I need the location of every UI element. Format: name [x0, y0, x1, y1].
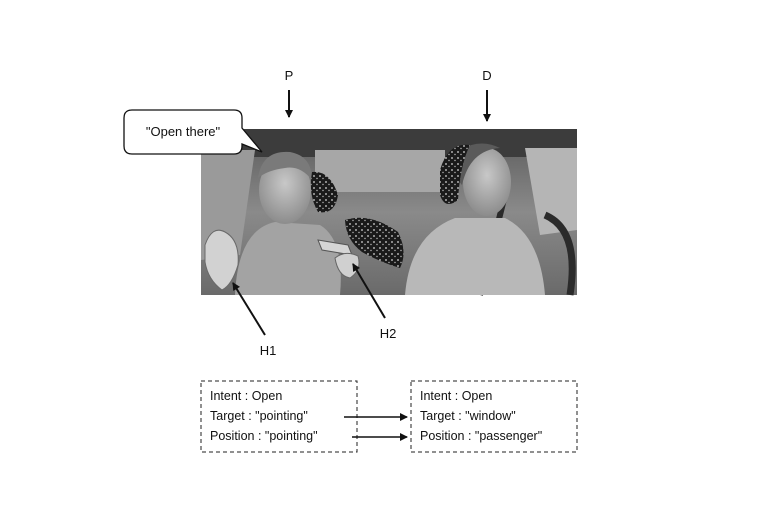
svg-text:P: P — [285, 68, 294, 83]
left-target-text: Target : "pointing" — [210, 409, 308, 423]
hand-h2-pointer: H2 — [352, 263, 397, 341]
hand-h1-pointer: H1 — [232, 282, 277, 358]
driver-marker: D — [482, 68, 492, 122]
svg-text:H2: H2 — [380, 326, 397, 341]
passenger-marker: P — [285, 68, 294, 118]
left-position-text: Position : "pointing" — [210, 429, 318, 443]
speech-bubble-text: "Open there" — [146, 124, 221, 139]
left-intent-text: Intent : Open — [210, 389, 282, 403]
right-position-text: Position : "passenger" — [420, 429, 542, 443]
right-intent-box: Intent : Open Target : "window" Position… — [410, 380, 578, 453]
passenger-person — [235, 151, 341, 295]
hand-h2-shape — [317, 217, 404, 279]
svg-text:H1: H1 — [260, 343, 277, 358]
left-intent-box: Intent : Open Target : "pointing" Positi… — [200, 380, 358, 453]
speech-bubble: "Open there" — [123, 109, 263, 155]
right-intent-text: Intent : Open — [420, 389, 492, 403]
right-target-text: Target : "window" — [420, 409, 516, 423]
svg-text:D: D — [482, 68, 491, 83]
hand-h1-shape — [204, 229, 239, 291]
car-cabin-photo — [201, 129, 577, 296]
driver-person — [405, 143, 545, 295]
